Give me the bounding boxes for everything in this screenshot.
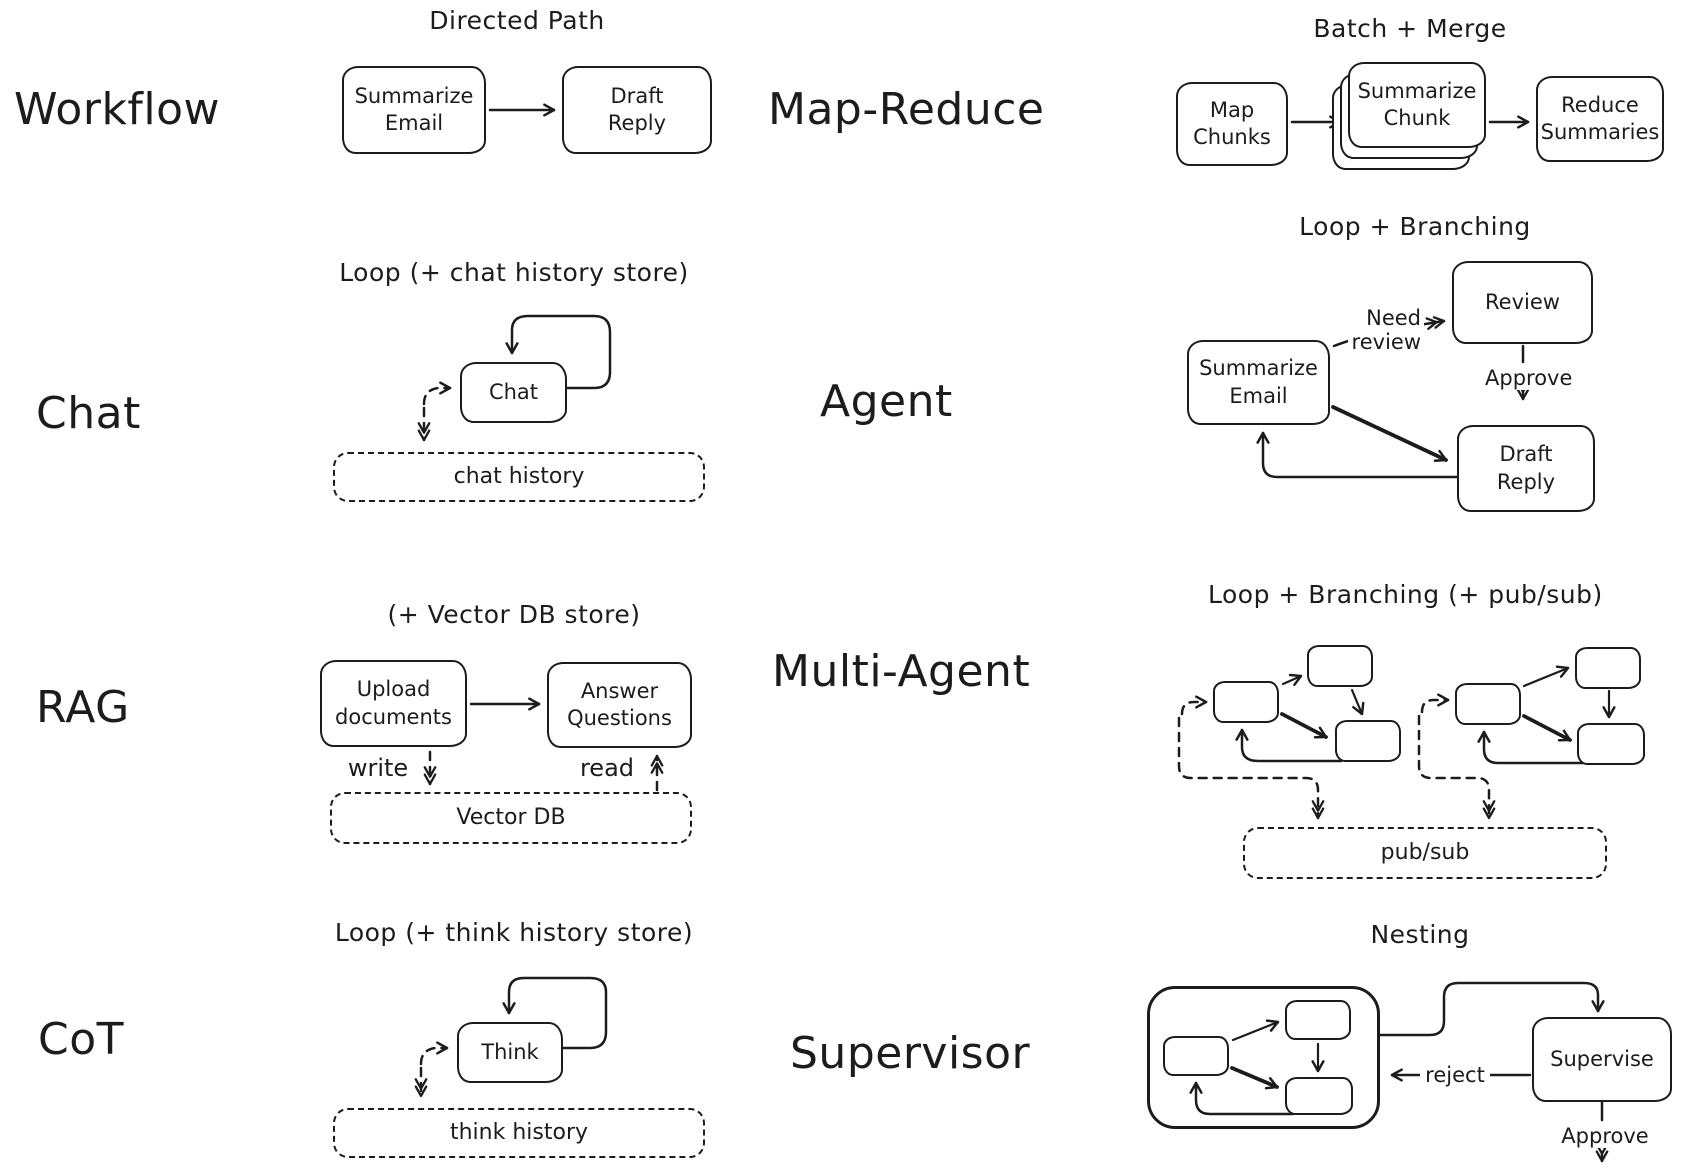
cot-node-think: Think: [457, 1022, 563, 1083]
multiagent-r-loop-arrow: [1477, 730, 1585, 765]
supervisor-edge-reject-label: reject: [1420, 1063, 1490, 1088]
multiagent-right-node-a: [1455, 683, 1521, 725]
workflow-node-draft-reply: Draft Reply: [562, 66, 712, 154]
workflow-title: Directed Path: [429, 6, 605, 35]
supervisor-inner-node-a: [1163, 1036, 1229, 1076]
supervisor-title: Nesting: [1370, 920, 1470, 949]
agent-direct-arrow: [1331, 405, 1448, 462]
mapreduce-node-reduce-summaries: Reduce Summaries: [1536, 76, 1664, 162]
supervisor-label: Supervisor: [790, 1028, 1031, 1079]
rag-edge-read-label: read: [573, 754, 641, 783]
rag-node-upload-documents: Upload documents: [320, 660, 467, 747]
multiagent-r-arrow-c: [1522, 714, 1572, 742]
multiagent-l-publish-arrow: [1177, 716, 1325, 820]
multiagent-left-cluster-arrows: [1177, 673, 1365, 820]
agent-title: Loop + Branching: [1299, 212, 1531, 241]
supervisor-inner-node-c: [1285, 1077, 1353, 1115]
multiagent-l-arrow-c: [1280, 712, 1328, 739]
supervisor-edge-approve-label: Approve: [1556, 1124, 1654, 1149]
chat-history-read-arrow: [422, 381, 452, 406]
multiagent-right-node-b: [1575, 647, 1641, 689]
agent-node-draft-reply: Draft Reply: [1457, 425, 1595, 512]
supervisor-inner-node-b: [1285, 1000, 1351, 1040]
multiagent-right-cluster-arrows: [1417, 665, 1616, 820]
rag-label: RAG: [36, 682, 130, 733]
mapreduce-label: Map-Reduce: [768, 84, 1045, 135]
multiagent-pubsub-store: pub/sub: [1243, 827, 1607, 879]
multiagent-r-publish-arrow: [1417, 714, 1496, 820]
multiagent-right-node-c: [1577, 723, 1645, 765]
multiagent-l-arrow-b: [1350, 688, 1365, 716]
multiagent-r-arrow-a: [1522, 665, 1570, 688]
cot-title: Loop (+ think history store): [334, 918, 694, 947]
rag-arrows: [423, 697, 664, 792]
multiagent-l-subscribe-arrow: [1180, 695, 1208, 716]
chat-node-chat: Chat: [460, 362, 567, 423]
agent-node-review: Review: [1452, 261, 1593, 344]
chat-history-store: chat history: [333, 452, 705, 502]
multiagent-l-loop-arrow: [1235, 728, 1343, 763]
supervisor-node-supervise: Supervise: [1532, 1017, 1672, 1102]
multiagent-label: Multi-Agent: [772, 646, 1031, 697]
multiagent-title: Loop + Branching (+ pub/sub): [1208, 580, 1603, 609]
workflow-label: Workflow: [14, 84, 221, 135]
cot-arrows: [414, 976, 608, 1098]
rag-vector-db-store: Vector DB: [330, 792, 692, 844]
mapreduce-node-summarize-chunk: Summarize Chunk: [1348, 62, 1486, 148]
multiagent-left-node-c: [1335, 720, 1401, 762]
agent-label: Agent: [820, 376, 953, 427]
cot-label: CoT: [38, 1014, 125, 1065]
workflow-node-summarize-email: Summarize Email: [342, 66, 486, 154]
cot-history-store: think history: [333, 1108, 705, 1158]
multiagent-l-arrow-a: [1281, 673, 1303, 687]
multiagent-left-node-a: [1213, 681, 1279, 723]
chat-title: Loop (+ chat history store): [339, 258, 689, 287]
agent-edge-approve-label: Approve: [1482, 366, 1572, 391]
rag-edge-write-label: write: [340, 754, 416, 783]
mapreduce-title: Batch + Merge: [1313, 14, 1507, 43]
multiagent-left-node-b: [1307, 645, 1373, 687]
cot-loop-arrow: [502, 976, 608, 1050]
mapreduce-node-map-chunks: Map Chunks: [1176, 82, 1288, 166]
chat-arrows: [417, 314, 612, 442]
rag-node-answer-questions: Answer Questions: [547, 662, 692, 748]
chat-loop-arrow: [505, 314, 612, 390]
rag-title: (+ Vector DB store): [387, 600, 641, 629]
cot-history-read-arrow: [419, 1041, 449, 1066]
agent-loop-back-arrow: [1256, 431, 1459, 479]
agent-node-summarize-email: Summarize Email: [1187, 340, 1330, 425]
supervisor-out-arrow: [1378, 981, 1605, 1037]
chat-label: Chat: [36, 388, 141, 439]
multiagent-r-subscribe-arrow: [1420, 693, 1450, 714]
agent-edge-need-review-label: Need review: [1348, 306, 1424, 355]
